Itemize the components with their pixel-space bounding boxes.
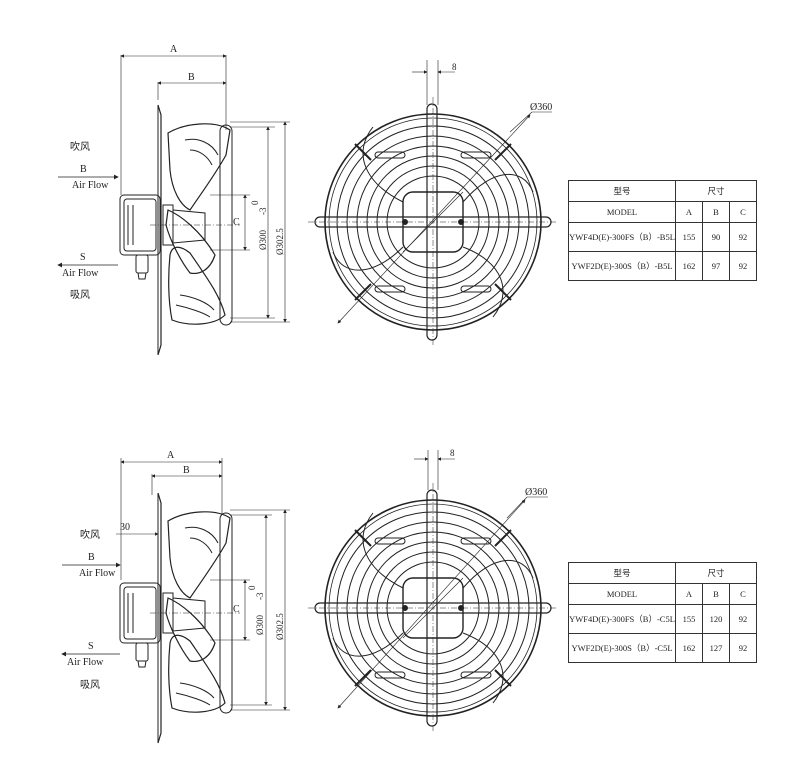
dia-3025-label: Ø302.5: [275, 613, 285, 640]
table-cell-c: 92: [729, 604, 757, 634]
table-cell-a: 155: [675, 604, 703, 634]
front-view-c5l: 8 Ø360: [307, 448, 559, 734]
table-header-model-en: MODEL: [568, 583, 676, 605]
dim-c-label: C: [233, 217, 240, 228]
table-header-model-cn: 型号: [568, 180, 676, 202]
table-cell-c: 92: [729, 222, 757, 252]
table-header-col-b: B: [702, 583, 730, 605]
blow-en-label: Air Flow: [72, 180, 109, 191]
drawing-b5l: A B C 0 -3 Ø300 Ø302.5 吹风 B: [57, 44, 559, 356]
table-header-dims-cn: 尺寸: [675, 562, 757, 584]
drawing-c5l: A B 30 C 0 -3 Ø300 Ø302.5: [61, 448, 559, 744]
grille-8-label: 8: [450, 448, 455, 458]
minus3-label: -3: [258, 207, 268, 215]
dia-300-label: Ø300: [255, 615, 265, 635]
table-cell-a: 155: [675, 222, 703, 252]
table-cell-b: 120: [702, 604, 730, 634]
suck-cn-label: 吸风: [70, 289, 90, 301]
table-cell-model: YWF2D(E)-300S（B）-B5L: [568, 251, 676, 281]
dia-3025-label: Ø302.5: [275, 228, 285, 255]
table-row: YWF2D(E)-300S（B）-C5L 162 127 92: [568, 633, 757, 663]
blow-cn-label: 吹风: [70, 140, 90, 153]
table-header-model-en: MODEL: [568, 201, 676, 223]
table-header-col-c: C: [729, 583, 757, 605]
table-cell-model: YWF4D(E)-300FS（B）-C5L: [568, 604, 676, 634]
dim-a-label: A: [170, 44, 178, 55]
blow-cn-label: 吹风: [80, 528, 100, 541]
dim-a-label: A: [167, 450, 175, 461]
blow-letter-label: B: [80, 164, 87, 175]
airflow-annotation-c5l: 吹风 B Air Flow S Air Flow 吸风: [61, 528, 121, 691]
dia-360-label: Ø360: [525, 487, 547, 498]
table-header-col-c: C: [729, 201, 757, 223]
minus3-label: -3: [255, 592, 265, 600]
suck-letter-label: S: [80, 252, 86, 263]
table-cell-b: 127: [702, 633, 730, 663]
spec-table-c5l: 型号 尺寸 MODEL A B C YWF4D(E)-300FS（B）-C5L …: [568, 562, 757, 663]
suck-cn-label: 吸风: [80, 679, 100, 691]
table-cell-b: 97: [702, 251, 730, 281]
dim-30-label: 30: [120, 522, 130, 533]
table-cell-c: 92: [729, 251, 757, 281]
table-header-col-a: A: [675, 583, 703, 605]
zero-label: 0: [247, 585, 257, 590]
dim-b-label: B: [188, 72, 195, 83]
table-row: YWF4D(E)-300FS（B）-C5L 155 120 92: [568, 604, 757, 634]
table-cell-a: 162: [675, 251, 703, 281]
front-view-b5l: 8 Ø360: [307, 60, 559, 348]
table-cell-c: 92: [729, 633, 757, 663]
table-cell-a: 162: [675, 633, 703, 663]
blow-en-label: Air Flow: [79, 568, 116, 579]
zero-label: 0: [250, 200, 260, 205]
dim-c-label: C: [233, 604, 240, 615]
grille-8-label: 8: [452, 62, 457, 72]
spec-table-b5l: 型号 尺寸 MODEL A B C YWF4D(E)-300FS（B）-B5L …: [568, 180, 757, 281]
table-cell-model: YWF4D(E)-300FS（B）-B5L: [568, 222, 676, 252]
table-cell-b: 90: [702, 222, 730, 252]
blow-letter-label: B: [88, 552, 95, 563]
table-row: YWF2D(E)-300S（B）-B5L 162 97 92: [568, 251, 757, 281]
side-view-b5l: A B C 0 -3 Ø300 Ø302.5: [119, 44, 290, 356]
airflow-annotation-b5l: 吹风 B Air Flow S Air Flow 吸风: [57, 140, 119, 301]
table-row: YWF4D(E)-300FS（B）-B5L 155 90 92: [568, 222, 757, 252]
dia-300-label: Ø300: [258, 230, 268, 250]
side-view-c5l: A B 30 C 0 -3 Ø300 Ø302.5: [116, 450, 290, 744]
table-header-model-cn: 型号: [568, 562, 676, 584]
table-header-dims-cn: 尺寸: [675, 180, 757, 202]
suck-en-label: Air Flow: [62, 268, 99, 279]
table-header-col-a: A: [675, 201, 703, 223]
dia-360-label: Ø360: [530, 102, 552, 113]
suck-letter-label: S: [88, 641, 94, 652]
dim-b-label: B: [183, 465, 190, 476]
suck-en-label: Air Flow: [67, 657, 104, 668]
table-cell-model: YWF2D(E)-300S（B）-C5L: [568, 633, 676, 663]
table-header-col-b: B: [702, 201, 730, 223]
